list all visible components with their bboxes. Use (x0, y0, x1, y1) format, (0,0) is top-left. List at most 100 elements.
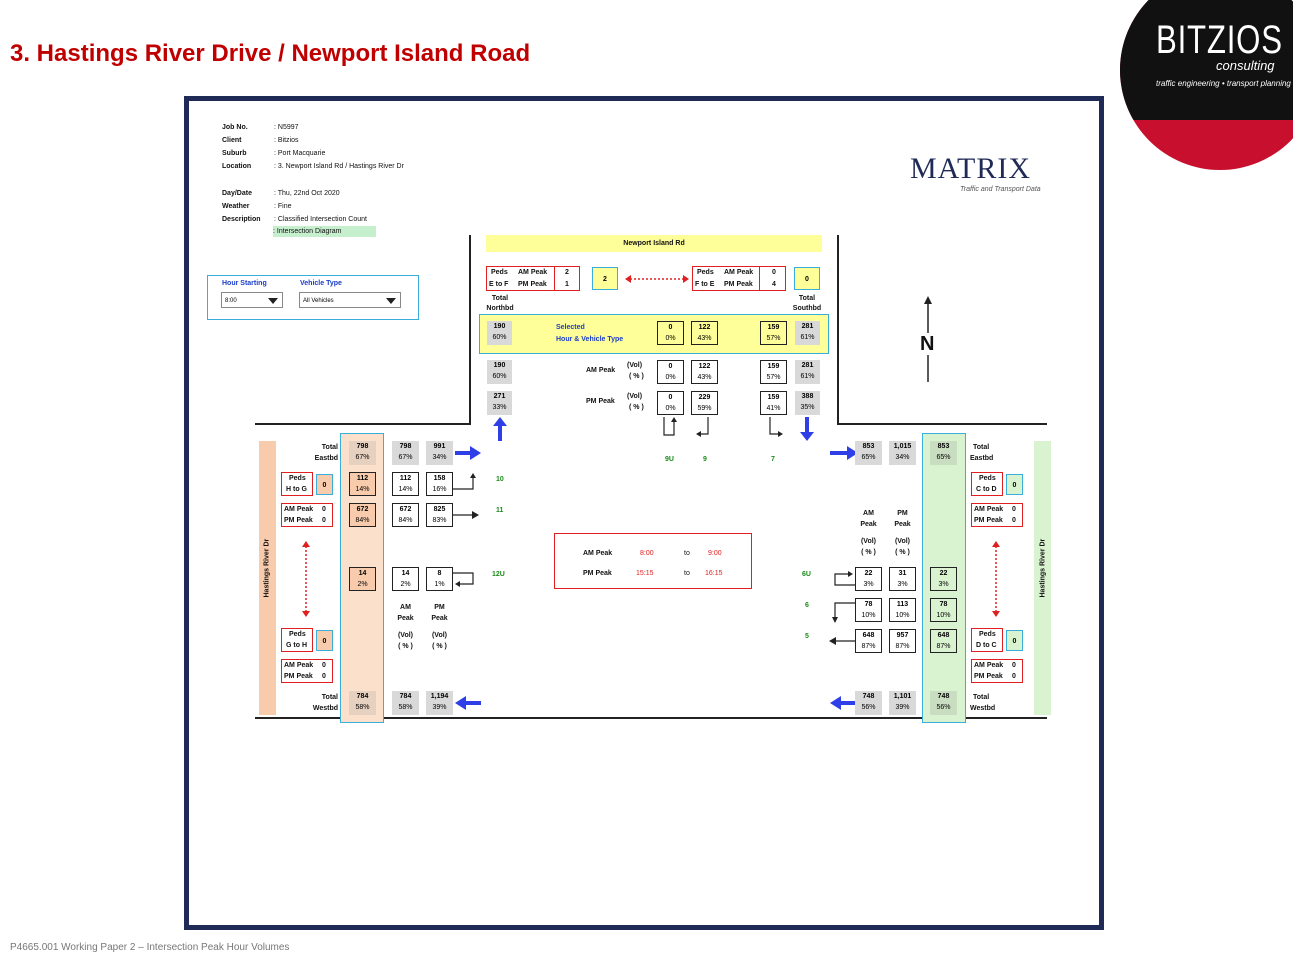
through-11-icon (453, 511, 479, 519)
pedestrian-crossing-arrow-west (302, 541, 310, 617)
description-value: : Classified Intersection Count (274, 216, 367, 223)
pm-peak-label: PM Peak (284, 673, 313, 680)
hour-starting-label: Hour Starting (222, 280, 267, 287)
movement-10-label: 10 (496, 476, 504, 483)
pm-peak-label: PM Peak (974, 517, 1003, 524)
peds-pm-value: 0 (1012, 517, 1016, 524)
page-title: 3. Hastings River Drive / Newport Island… (10, 40, 531, 67)
hour-starting-select[interactable]: 8:00 (221, 292, 283, 308)
am-peak-label: AM Peak (284, 662, 314, 669)
movement-5-label: 5 (805, 633, 809, 640)
peds-pm-value: 1 (565, 281, 569, 288)
east-total-label: Total (973, 444, 990, 451)
vehicle-type-label: Vehicle Type (300, 280, 342, 287)
north-am-peak-label: AM Peak (586, 367, 616, 374)
total-northbd-label: Total (491, 295, 509, 302)
peds-e-to-f-box: Peds E to F AM Peak PM Peak 2 1 (486, 266, 569, 291)
peds-dir: G to H (286, 642, 307, 649)
am-peak-label: AM Peak (974, 506, 1004, 513)
vehicle-type-value: All Vehicles (303, 298, 334, 304)
pm-peak-to-label: to (684, 570, 690, 577)
peak-hours-box: AM Peak 8:00 to 9:00 PM Peak 15:15 to 16… (554, 533, 752, 589)
southbound-arrow-icon (800, 417, 814, 441)
client-label: Client (222, 137, 242, 144)
movement-9u-label: 9U (665, 456, 674, 463)
peds-d-to-c-peak-box: AM Peak PM Peak 0 0 (971, 659, 1023, 683)
east-am-vol-label: (Vol) (860, 538, 877, 545)
page-footer: P4665.001 Working Paper 2 – Intersection… (10, 942, 290, 953)
peds-c-to-d-selected: 0 (1006, 474, 1023, 495)
peds-am-value: 2 (565, 269, 569, 276)
peds-label: Peds (697, 269, 714, 276)
road-edge-east-top (837, 423, 1047, 425)
total-southbd-label: Total (798, 295, 816, 302)
peds-am-value: 0 (1012, 662, 1016, 669)
road-edge-north-west (469, 235, 471, 425)
pm-peak-from: 15:15 (636, 570, 654, 577)
location-label: Location (222, 163, 252, 170)
east-am-pct-label: ( % ) (861, 549, 876, 556)
peds-label: Peds (979, 475, 996, 482)
turn-9-icon (696, 417, 709, 437)
peds-label: Peds (289, 475, 306, 482)
turn-10-icon (453, 473, 476, 490)
compass-label: N (919, 333, 936, 355)
west-am-pct-label: ( % ) (398, 643, 413, 650)
east-eastbd-label: Eastbd (970, 455, 994, 462)
pedestrian-crossing-arrow (625, 275, 689, 283)
westbound-arrow-icon (455, 696, 481, 710)
job-value: : N5997 (274, 124, 299, 131)
west-pm-peak-label: Peak (431, 615, 448, 622)
peds-pm-value: 0 (322, 673, 326, 680)
peds-f-to-e-box: Peds F to E AM Peak PM Peak 0 4 (692, 266, 776, 291)
east-pm-pct-label: ( % ) (895, 549, 910, 556)
peds-c-to-d-box: Peds C to D (971, 472, 1003, 496)
west-westbd-label: Westbd (312, 705, 338, 712)
peds-am-value: 0 (322, 662, 326, 669)
matrix-logo-tagline: Traffic and Transport Data (960, 186, 1041, 193)
vehicle-type-select[interactable]: All Vehicles (299, 292, 401, 308)
am-peak-label: AM Peak (284, 506, 314, 513)
east-pm-vol-label: (Vol) (894, 538, 911, 545)
west-am-label: AM (400, 604, 411, 611)
road-edge-north-east (837, 235, 839, 425)
turn-7-icon (769, 417, 783, 437)
movement-11-label: 11 (496, 507, 504, 514)
diagram-frame: Job No. : N5997 Client : Bitzios Suburb … (184, 96, 1104, 930)
road-edge-south (255, 717, 1047, 719)
peds-dir: F to E (695, 281, 715, 288)
peds-h-to-g-selected: 0 (316, 474, 333, 495)
west-am-vol-label: (Vol) (397, 632, 414, 639)
north-pm-peak-label: PM Peak (586, 398, 615, 405)
pm-peak-label: PM Peak (284, 517, 313, 524)
pm-peak-time-label: PM Peak (583, 570, 612, 577)
selected-label-2: Hour & Vehicle Type (556, 336, 624, 343)
peds-c-to-d-peak-box: AM Peak PM Peak 0 0 (971, 503, 1023, 527)
am-peak-label: AM Peak (974, 662, 1004, 669)
suburb-value: : Port Macquarie (274, 150, 326, 157)
pm-peak-to: 16:15 (705, 570, 723, 577)
